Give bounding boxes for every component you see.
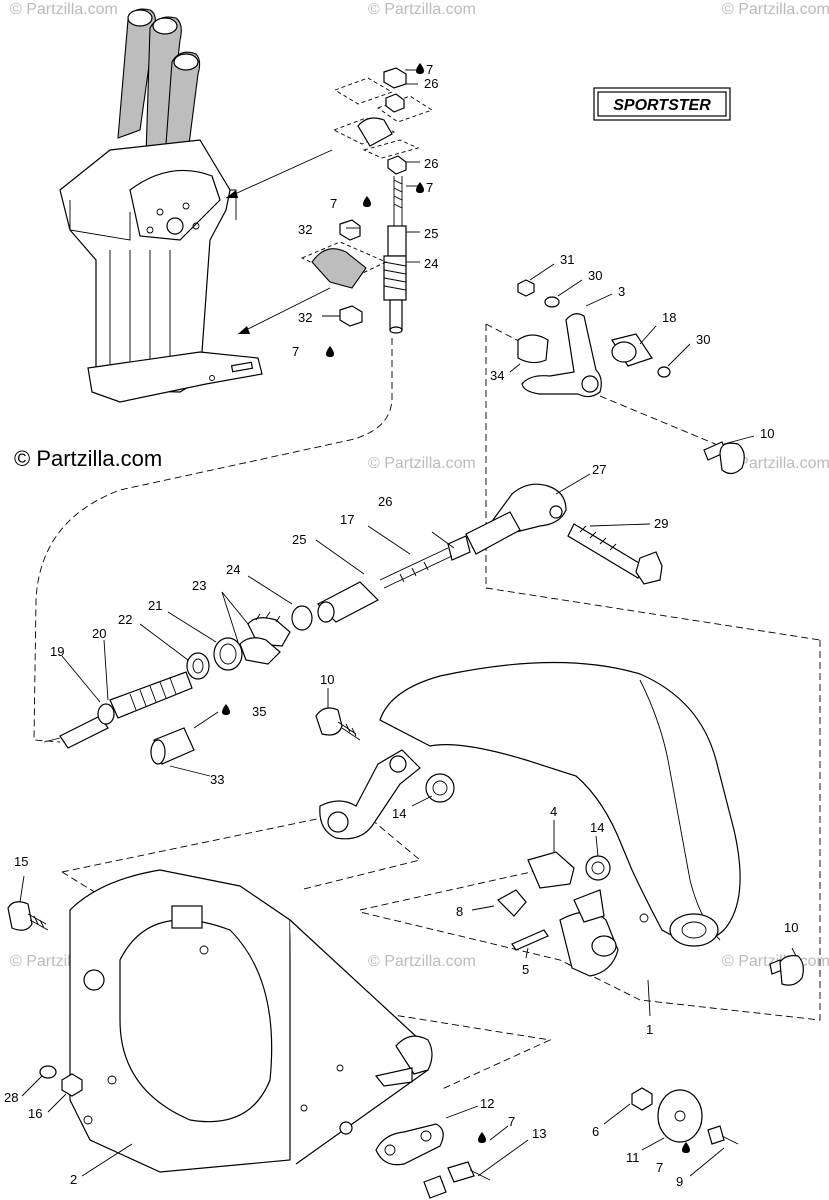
callout-32: 32: [298, 310, 312, 325]
callout-12: 12: [480, 1096, 494, 1111]
callout-24: 24: [424, 256, 438, 271]
model-badge-text: SPORTSTER: [613, 97, 711, 114]
callout-19: 19: [50, 644, 64, 659]
small-hardware-bottom: [300, 1064, 491, 1199]
small-hardware-left: [7, 901, 83, 1097]
callout-24: 24: [226, 562, 240, 577]
callout-10: 10: [784, 920, 798, 935]
callout-22: 22: [118, 612, 132, 627]
watermark: © Partzilla.com: [722, 1, 829, 18]
callout-5: 5: [522, 962, 529, 977]
callout-34: 34: [490, 368, 504, 383]
housing-cover: [379, 661, 741, 977]
watermark: © Partzilla.com: [722, 455, 829, 472]
callout-27: 27: [592, 462, 606, 477]
throttle-cable: [43, 483, 663, 765]
watermark: © Partzilla.com: [368, 953, 476, 970]
callout-28: 28: [4, 1090, 18, 1105]
callout-7: 7: [292, 344, 299, 359]
callout-16: 16: [28, 1106, 42, 1121]
callout-30: 30: [588, 268, 602, 283]
mounting-plate: [69, 869, 433, 1173]
watermark: © Partzilla.com: [368, 1, 476, 18]
callout-9: 9: [676, 1174, 683, 1189]
watermark: © Partzilla.com: [10, 1, 118, 18]
lever-bracket: [517, 279, 745, 475]
callout-17: 17: [340, 512, 354, 527]
brand-logo-text: © Partzilla.com: [14, 446, 162, 471]
callout-labels: 7 26 26 7 7 32 25 24 32 7 31 30 3 18 30 …: [4, 62, 798, 1189]
callout-8: 8: [456, 904, 463, 919]
callout-14: 14: [590, 820, 604, 835]
callout-15: 15: [14, 854, 28, 869]
throttle-control-assembly: [59, 8, 263, 403]
callout-33: 33: [210, 772, 224, 787]
small-hardware-right: [631, 1087, 739, 1145]
callout-25: 25: [424, 226, 438, 241]
callout-14: 14: [392, 806, 406, 821]
bracket-route-line: [485, 323, 821, 641]
callout-7: 7: [426, 62, 433, 77]
callout-leaders: [19, 69, 797, 1177]
model-badge: SPORTSTER: [593, 87, 731, 121]
callout-20: 20: [92, 626, 106, 641]
callout-7: 7: [508, 1114, 515, 1129]
callout-18: 18: [662, 310, 676, 325]
cable-route-line: [33, 338, 393, 743]
callout-1: 1: [646, 1022, 653, 1037]
callout-26: 26: [424, 156, 438, 171]
callout-2: 2: [70, 1172, 77, 1187]
callout-26: 26: [378, 494, 392, 509]
callout-7: 7: [426, 180, 433, 195]
cable-clamp-lower: [300, 219, 388, 327]
callout-3: 3: [618, 284, 625, 299]
callout-11: 11: [626, 1150, 640, 1165]
callout-35: 35: [252, 704, 266, 719]
callout-13: 13: [532, 1126, 546, 1141]
callout-6: 6: [592, 1124, 599, 1139]
callout-29: 29: [654, 516, 668, 531]
throttle-lever: [315, 707, 611, 951]
callout-21: 21: [148, 598, 162, 613]
cable-clamp-parts: [332, 67, 434, 334]
watermark: © Partzilla.com: [368, 455, 476, 472]
callout-26: 26: [424, 76, 438, 91]
callout-7: 7: [330, 196, 337, 211]
callout-30: 30: [696, 332, 710, 347]
callout-10: 10: [760, 426, 774, 441]
screw-10-right: [769, 955, 804, 986]
callout-10: 10: [320, 672, 334, 687]
callout-25: 25: [292, 532, 306, 547]
callout-32: 32: [298, 222, 312, 237]
callout-23: 23: [192, 578, 206, 593]
callout-31: 31: [560, 252, 574, 267]
callout-7: 7: [656, 1160, 663, 1175]
lubricant-drop-icon: [222, 63, 690, 1153]
callout-4: 4: [550, 804, 557, 819]
